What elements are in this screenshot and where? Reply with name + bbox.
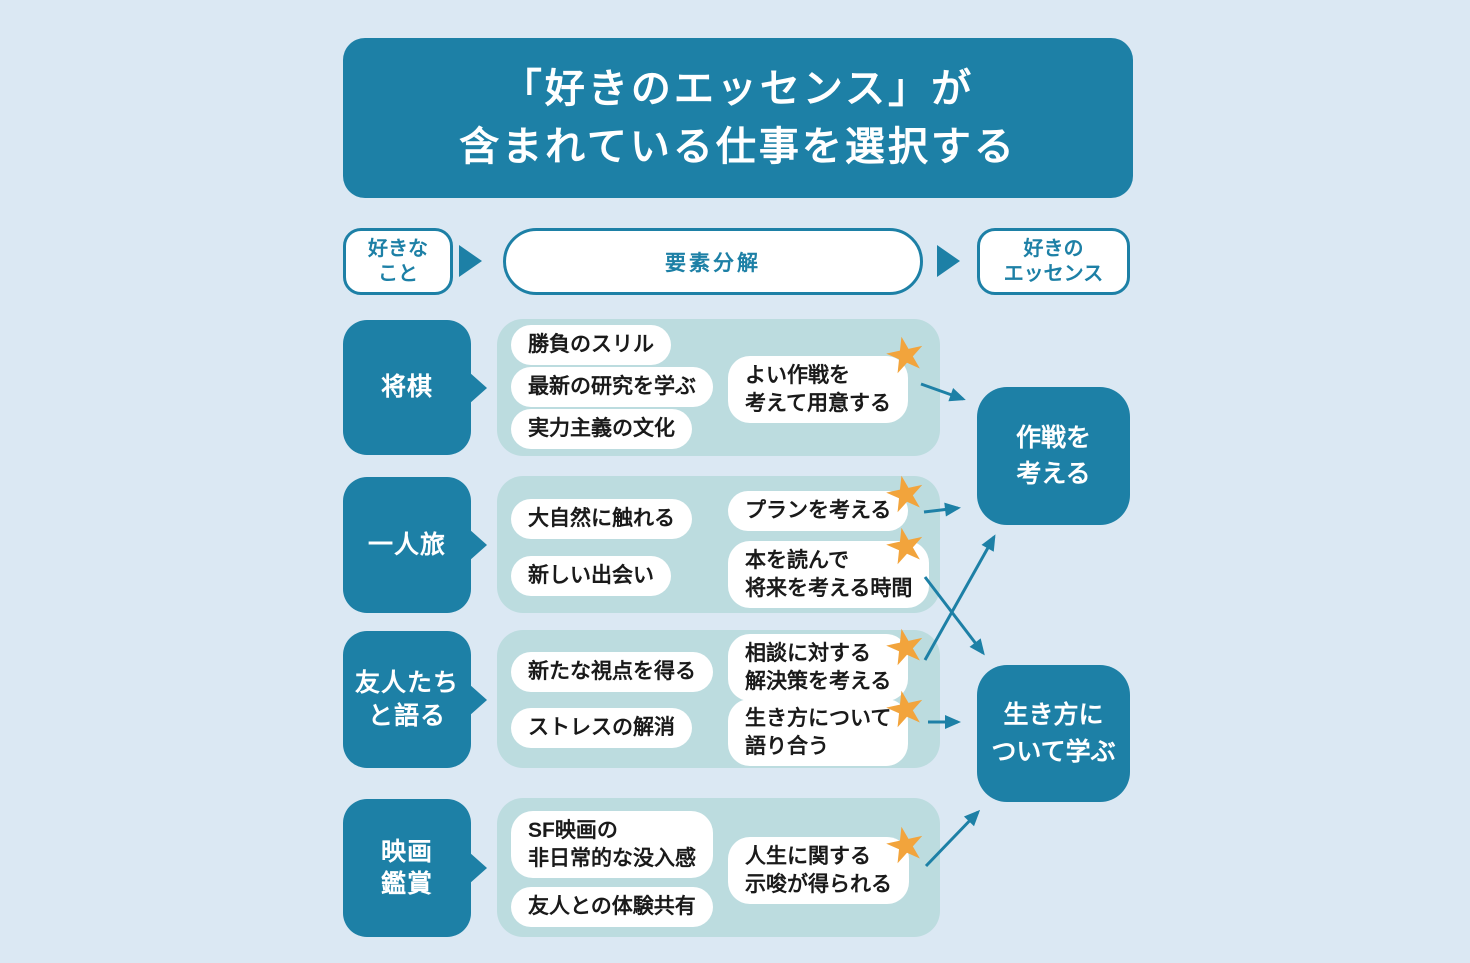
source-box-shogi: 将棋 — [343, 320, 471, 455]
flow-arrow-icon — [937, 245, 960, 277]
element-pill: ストレスの解消 — [511, 708, 692, 748]
flow-arrow-icon — [459, 245, 482, 277]
page-title-line1: 「好きのエッセンス」が — [501, 67, 975, 111]
outcome-box-strategy: 作戦を 考える — [977, 387, 1130, 525]
element-pill: SF映画の 非日常的な没入感 — [511, 811, 713, 879]
essence-pill: 人生に関する 示唆が得られる — [728, 837, 909, 905]
source-box-movies: 映画 鑑賞 — [343, 799, 471, 937]
page-title-line2: 含まれている仕事を選択する — [459, 125, 1017, 169]
element-pill: 新しい出会い — [511, 556, 671, 596]
essence-pill: よい作戦を 考えて用意する — [728, 356, 908, 424]
outcome-box-way-of-life: 生き方に ついて学ぶ — [977, 665, 1130, 802]
header-likes-box: 好きな こと — [343, 228, 453, 295]
element-pill: 実力主義の文化 — [511, 409, 692, 449]
essence-pill: 相談に対する 解決策を考える — [728, 634, 909, 702]
header-essence-box: 好きの エッセンス — [977, 228, 1130, 295]
essence-pill: 本を読んで 将来を考える時間 — [728, 541, 930, 609]
essence-pill: プランを考える — [728, 491, 909, 531]
source-box-friends: 友人たち と語る — [343, 631, 471, 768]
header-decompose-box: 要素分解 — [503, 228, 923, 295]
essence-pill: 生き方について 語り合う — [728, 699, 909, 767]
page-title: 「好きのエッセンス」が 含まれている仕事を選択する — [343, 38, 1133, 198]
element-pill: 友人との体験共有 — [511, 887, 713, 927]
source-box-solo-travel: 一人旅 — [343, 477, 471, 613]
element-pill: 最新の研究を学ぶ — [511, 367, 713, 407]
element-pill: 新たな視点を得る — [511, 652, 713, 692]
element-pill: 大自然に触れる — [511, 499, 692, 539]
element-pill: 勝負のスリル — [511, 325, 671, 365]
